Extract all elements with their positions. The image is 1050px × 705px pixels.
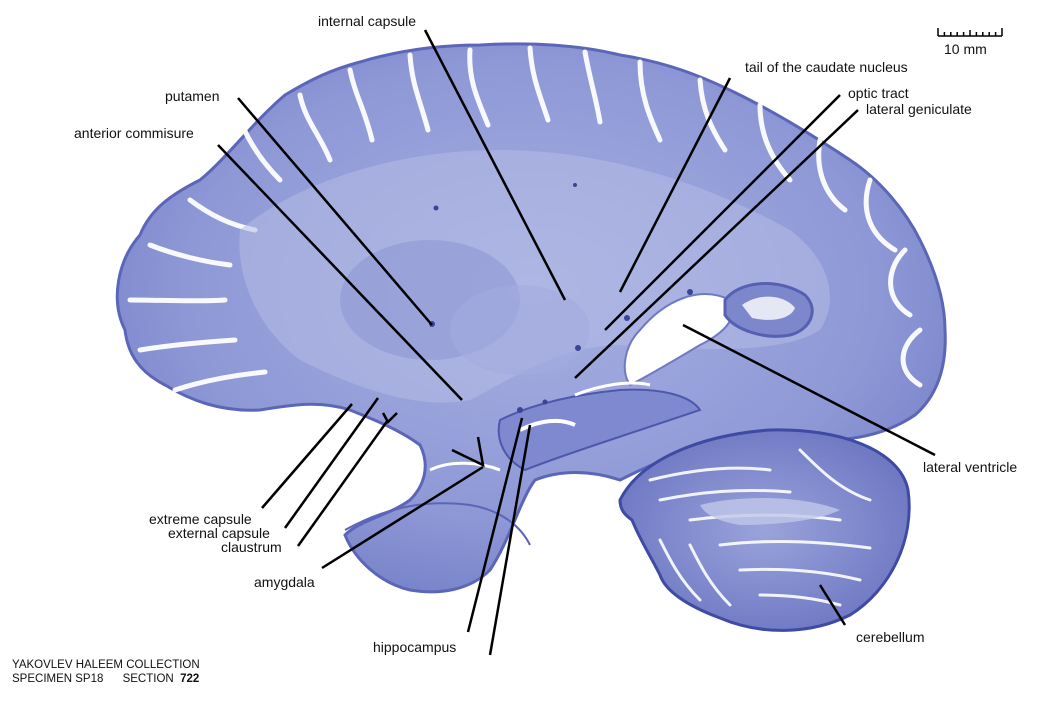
caption-section-label: SECTION: [122, 673, 174, 685]
pointer-hippocampus-b: [488, 424, 532, 656]
label-internal-capsule: internal capsule: [318, 13, 417, 29]
label-lateral-ventricle: lateral ventricle: [923, 459, 1018, 475]
label-hippocampus: hippocampus: [373, 639, 457, 655]
label-extreme-capsule: extreme capsule: [149, 511, 252, 527]
pointer-lateral-geniculate: [574, 109, 859, 379]
pointer-claustrum: [296, 419, 390, 547]
cerebrum: [115, 42, 947, 594]
pointer-lines: [217, 29, 936, 656]
pointer-tail-caudate: [618, 77, 732, 293]
label-external-capsule: external capsule: [168, 525, 270, 541]
scale-bar-label: 10 mm: [944, 41, 987, 57]
pointer-claustrum-fork: [381, 412, 398, 425]
caption-specimen: SPECIMEN SP18: [12, 673, 104, 685]
label-tail-caudate: tail of the caudate nucleus: [745, 59, 908, 75]
caption-specimen-line: SPECIMEN SP18 SECTION 722: [12, 672, 200, 686]
label-claustrum: claustrum: [221, 539, 282, 555]
pointer-optic-tract: [604, 94, 841, 331]
label-amygdala: amygdala: [254, 574, 315, 590]
pointer-anterior-commisure: [217, 144, 463, 401]
label-putamen: putamen: [165, 88, 220, 104]
pointer-cerebellum: [818, 584, 847, 626]
scale-bar: [937, 28, 1003, 37]
pointer-hippocampus-a: [466, 417, 524, 633]
pointer-amygdala: [321, 465, 484, 570]
pointer-lateral-ventricle: [682, 323, 936, 457]
pointer-amygdala-fork: [451, 436, 485, 468]
pointer-putamen: [237, 97, 433, 326]
label-lateral-geniculate: lateral geniculate: [866, 101, 972, 117]
pointer-extreme-capsule: [261, 403, 353, 509]
label-cerebellum: cerebellum: [856, 629, 925, 645]
label-optic-tract: optic tract: [848, 85, 909, 101]
caption-section-number: 722: [180, 673, 200, 685]
caption-collection: YAKOVLEV HALEEM COLLECTION: [12, 659, 200, 671]
pointer-external-capsule: [283, 397, 380, 529]
collection-caption: YAKOVLEV HALEEM COLLECTION SPECIMEN SP18…: [12, 658, 200, 686]
label-anterior-commisure: anterior commisure: [74, 125, 194, 141]
pointer-internal-capsule: [423, 29, 567, 301]
cerebellum-tissue: [618, 428, 911, 632]
